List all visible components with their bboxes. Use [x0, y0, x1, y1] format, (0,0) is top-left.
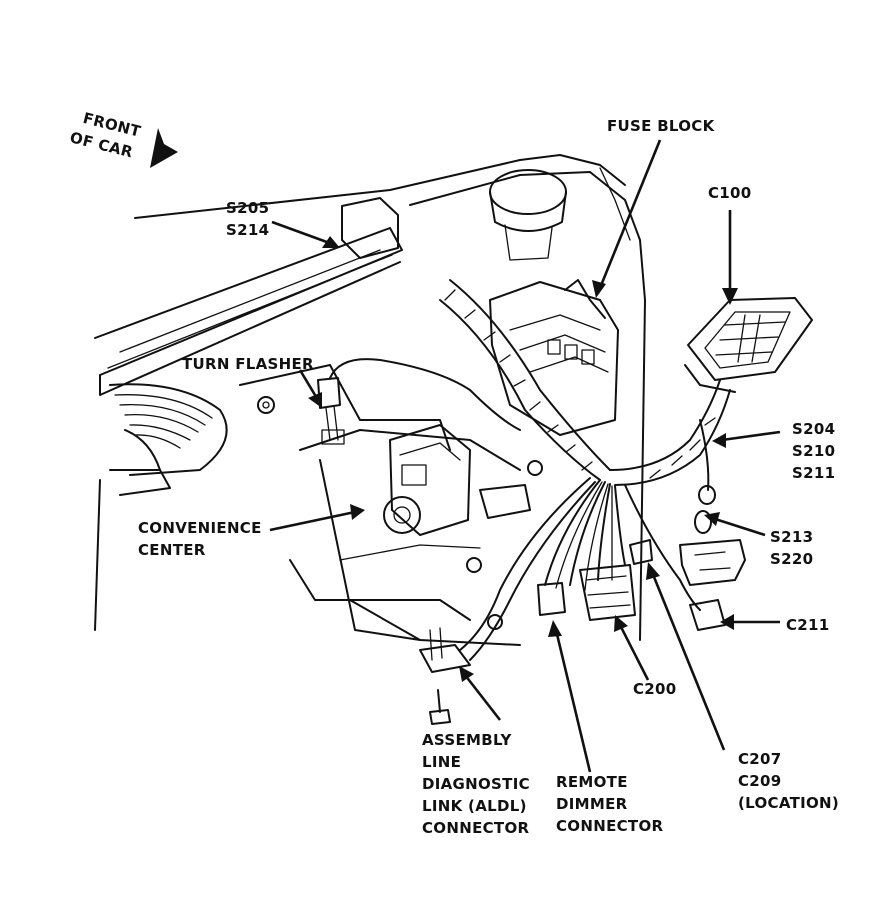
label-line: REMOTE — [556, 773, 628, 791]
label-line: S214 — [226, 221, 270, 239]
c207-c209-label: C207 C209 (LOCATION) — [738, 748, 839, 814]
label-line: ASSEMBLY — [422, 731, 512, 749]
front-arrow-icon — [150, 128, 178, 168]
label-line: S205 — [226, 199, 270, 217]
label-line: S220 — [770, 550, 814, 568]
fuse-block-label: FUSE BLOCK — [607, 117, 715, 135]
label-line: LINK (ALDL) — [422, 797, 527, 815]
label-line: C207 — [738, 750, 782, 768]
label-line: CENTER — [138, 541, 206, 559]
convenience-center-label: CONVENIENCE CENTER — [138, 517, 262, 561]
label-line: S211 — [792, 464, 836, 482]
label-line: DIAGNOSTIC — [422, 775, 530, 793]
label-line: CONNECTOR — [422, 819, 530, 837]
remote-dimmer-connector-label: REMOTE DIMMER CONNECTOR — [556, 771, 663, 837]
label-line: DIMMER — [556, 795, 628, 813]
s204-s210-s211-label: S204 S210 S211 — [792, 418, 835, 484]
s205-s214-label: S205 S214 — [226, 197, 269, 241]
label-line: (LOCATION) — [738, 794, 840, 812]
c211-label: C211 — [786, 616, 830, 634]
label-line: CONNECTOR — [556, 817, 664, 835]
label-line: S210 — [792, 442, 836, 460]
label-line: C209 — [738, 772, 782, 790]
turn-flasher-label: TURN FLASHER — [182, 355, 314, 373]
aldl-connector-label: ASSEMBLY LINE DIAGNOSTIC LINK (ALDL) CON… — [422, 729, 530, 839]
c200-label: C200 — [633, 680, 677, 698]
s213-s220-label: S213 S220 — [770, 526, 813, 570]
label-line: S204 — [792, 420, 836, 438]
c100-label: C100 — [708, 184, 752, 202]
label-line: S213 — [770, 528, 814, 546]
label-line: LINE — [422, 753, 462, 771]
label-line: CONVENIENCE — [138, 519, 262, 537]
